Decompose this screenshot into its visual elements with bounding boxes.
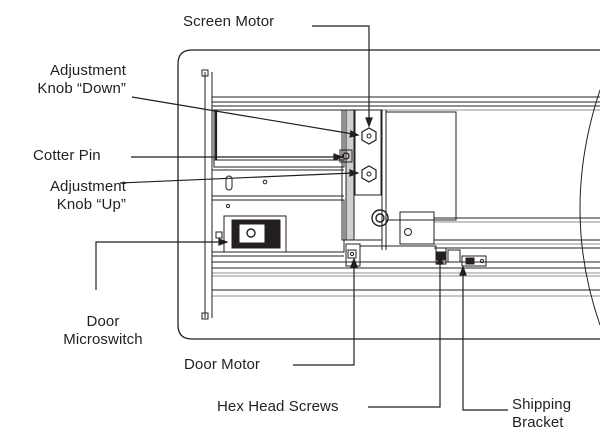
left-frame [212, 109, 345, 197]
adjust-nut [371, 209, 389, 227]
slot [225, 175, 233, 191]
door-motor-bar [345, 211, 600, 267]
hex-screws [435, 247, 487, 267]
label-door-microswitch-line2: Microswitch [63, 331, 143, 348]
label-adjustment-knob-up-line2: Knob “Up” [56, 196, 126, 213]
label-adjustment-knob-down-line2: Knob “Down” [37, 80, 126, 97]
label-door-microswitch: Door Microswitch [45, 313, 161, 349]
label-adjustment-knob-down: Adjustment Knob “Down” [8, 62, 126, 98]
label-cotter-pin: Cotter Pin [33, 147, 101, 164]
screen-motor-body [339, 109, 457, 250]
lower-plate [212, 261, 600, 297]
label-shipping-bracket: Shipping Bracket [512, 396, 571, 432]
label-screen-motor: Screen Motor [183, 13, 275, 30]
label-hex-head-screws: Hex Head Screws [217, 398, 339, 415]
label-shipping-bracket-line2: Bracket [512, 414, 564, 431]
leader-lines [95, 25, 508, 411]
top-rail [212, 96, 600, 111]
label-adjustment-knob-up-line1: Adjustment [49, 178, 126, 195]
housing-outline [177, 49, 600, 340]
label-adjustment-knob-down-line1: Adjustment [49, 62, 126, 79]
label-door-microswitch-line1: Door [86, 313, 120, 330]
microswitch-assembly [211, 199, 345, 257]
label-adjustment-knob-up: Adjustment Knob “Up” [8, 178, 126, 214]
label-door-motor: Door Motor [184, 356, 261, 373]
label-shipping-bracket-line1: Shipping [512, 396, 572, 413]
